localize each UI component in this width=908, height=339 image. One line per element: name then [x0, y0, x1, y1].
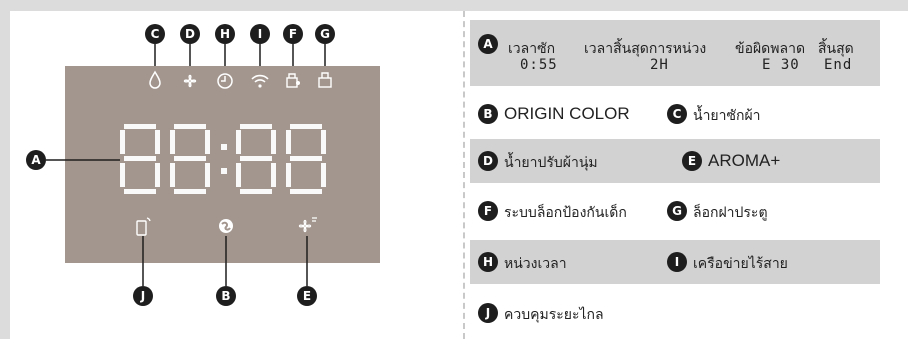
- frame-top-border: [0, 0, 908, 11]
- callout-j: J: [133, 286, 153, 306]
- label-end: สิ้นสุด: [818, 40, 854, 56]
- child-lock-icon: [286, 73, 300, 88]
- label-remote-control: ควบคุมระยะไกล: [504, 306, 604, 322]
- clock-icon: [217, 73, 233, 89]
- door-lock-icon: [318, 72, 332, 88]
- wifi-icon: [251, 74, 269, 88]
- label-delay: หน่วงเวลา: [504, 255, 567, 271]
- aroma-fan-icon: [298, 217, 317, 233]
- drop-icon: [149, 70, 161, 89]
- value-wash-time: 0:55: [520, 57, 558, 73]
- label-error: ข้อผิดพลาด: [735, 40, 806, 56]
- legend-marker-b: B: [478, 104, 498, 124]
- callout-b: B: [216, 286, 236, 306]
- callout-i: I: [250, 24, 270, 44]
- legend-marker-g: G: [667, 201, 687, 221]
- label-child-lock: ระบบล็อกป้องกันเด็ก: [504, 204, 627, 220]
- value-end: End: [824, 57, 853, 73]
- seven-segment-digits: [120, 124, 326, 194]
- legend-marker-j: J: [478, 303, 498, 323]
- callout-g: G: [315, 24, 335, 44]
- legend-marker-e: E: [682, 151, 702, 171]
- fan-icon: [183, 74, 197, 88]
- label-origin-color: ORIGIN COLOR: [504, 104, 630, 123]
- remote-phone-icon: [136, 217, 151, 236]
- legend-marker-h: H: [478, 252, 498, 272]
- value-error: E 30: [762, 57, 800, 73]
- legend-marker-f: F: [478, 201, 498, 221]
- legend-marker-d: D: [478, 151, 498, 171]
- legend-row-j: J ควบคุมระยะไกล: [470, 291, 880, 335]
- label-door-lock: ล็อกฝาประตู: [693, 204, 768, 220]
- callout-h: H: [215, 24, 235, 44]
- label-wash-time: เวลาซัก: [508, 40, 556, 56]
- callout-d: D: [180, 24, 200, 44]
- dashed-divider: [463, 11, 465, 339]
- legend-row-hi: H หน่วงเวลา I เครือข่ายไร้สาย: [470, 240, 880, 284]
- callout-f: F: [283, 24, 303, 44]
- frame-left-border: [0, 0, 10, 339]
- legend-marker-a: A: [478, 34, 498, 54]
- label-softener: น้ำยาปรับผ้านุ่ม: [504, 154, 598, 170]
- callout-c: C: [145, 24, 165, 44]
- callout-e: E: [297, 286, 317, 306]
- label-delay-end: เวลาสิ้นสุดการหน่วง: [584, 40, 707, 56]
- legend-row-fg: F ระบบล็อกป้องกันเด็ก G ล็อกฝาประตู: [470, 189, 880, 233]
- legend-marker-i: I: [667, 252, 687, 272]
- legend-row-de: D น้ำยาปรับผ้านุ่ม E AROMA+: [470, 139, 880, 183]
- value-delay-end: 2H: [650, 57, 669, 73]
- origin-color-icon: [219, 219, 233, 233]
- legend-row-a: A เวลาซัก 0:55 เวลาสิ้นสุดการหน่วง 2H ข้…: [470, 20, 880, 86]
- label-aroma: AROMA+: [708, 151, 781, 170]
- label-detergent: น้ำยาซักผ้า: [693, 107, 761, 123]
- callout-a: A: [26, 150, 46, 170]
- label-wireless: เครือข่ายไร้สาย: [693, 255, 788, 271]
- legend-row-bc: B ORIGIN COLOR C น้ำยาซักผ้า: [470, 92, 880, 136]
- legend-marker-c: C: [667, 104, 687, 124]
